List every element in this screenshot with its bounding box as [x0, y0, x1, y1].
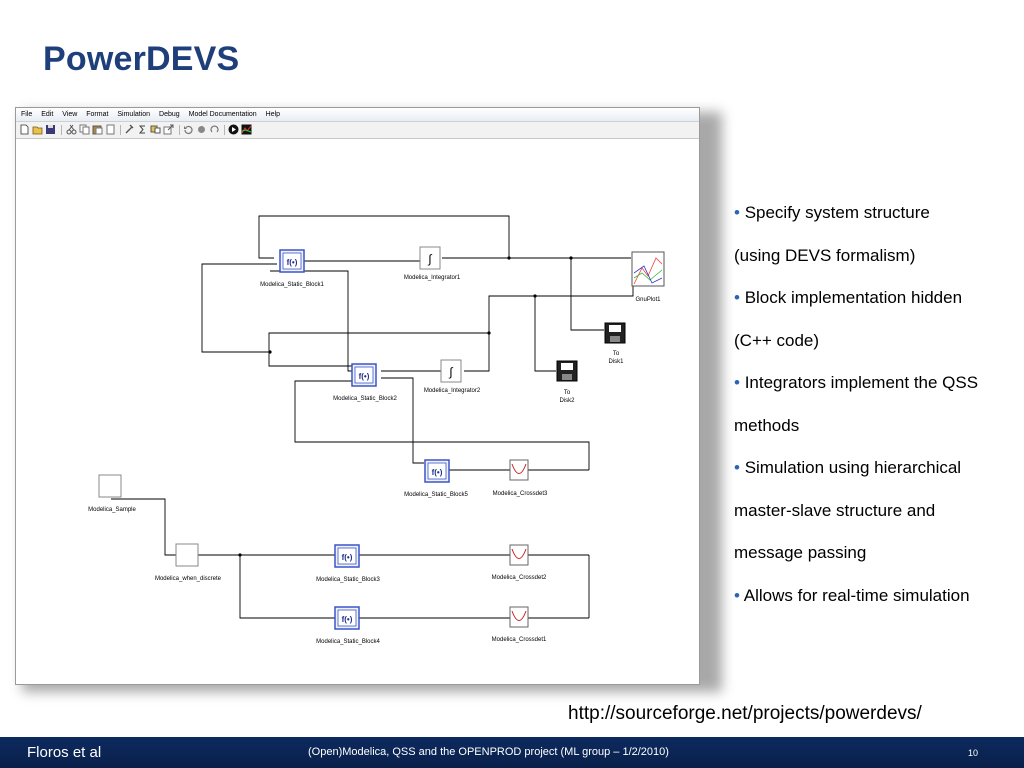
- crossdet-2-block[interactable]: Modelica_Crossdet2: [492, 544, 547, 581]
- sample-block[interactable]: Modelica_Sample: [88, 474, 137, 513]
- bullet-dot: •: [734, 203, 740, 222]
- sample-label: Modelica_Sample: [88, 507, 136, 513]
- crossdet-3-block[interactable]: Modelica_Crossdet3: [493, 459, 548, 497]
- to-disk1-label-line2: Disk1: [608, 359, 624, 365]
- integrator-2-glyph: ∫: [448, 365, 453, 379]
- menu-debug[interactable]: Debug: [159, 111, 180, 118]
- tools-icon[interactable]: [124, 124, 135, 135]
- bullet-line: (C++ code): [734, 330, 820, 350]
- static-block-5-label: Modelica_Static_Block5: [404, 492, 468, 498]
- run-icon[interactable]: [228, 124, 239, 135]
- menu-model-documentation[interactable]: Model Documentation: [188, 111, 257, 118]
- integrator-1[interactable]: ∫ Modelica_Integrator1: [404, 246, 461, 281]
- paste-icon[interactable]: [92, 124, 103, 135]
- crossdet-3-label: Modelica_Crossdet3: [493, 491, 548, 497]
- footer-author: Floros et al: [27, 744, 102, 761]
- cut-icon[interactable]: [66, 124, 77, 135]
- bullet-line: • Specify system structure: [734, 203, 930, 222]
- powerdevs-window: File Edit View Format Simulation Debug M…: [15, 107, 700, 685]
- when-discrete-block[interactable]: Modelica_when_discrete: [155, 543, 222, 582]
- to-disk1-block[interactable]: To Disk1: [604, 322, 626, 365]
- bullet-list: • Specify system structure (using DEVS f…: [734, 192, 1019, 617]
- crossdet-2-label: Modelica_Crossdet2: [492, 575, 547, 581]
- to-disk2-label-line1: To: [564, 390, 571, 396]
- bullet-line: • Simulation using hierarchical: [734, 458, 962, 477]
- bullet-line: master-slave structure and: [734, 500, 936, 520]
- reload-icon[interactable]: [183, 124, 194, 135]
- toolbar-separator: [61, 125, 62, 135]
- bullet-line: (using DEVS formalism): [734, 245, 916, 265]
- menu-edit[interactable]: Edit: [41, 111, 54, 118]
- integrator-1-glyph: ∫: [427, 252, 432, 266]
- static-block-3-glyph: f(•): [342, 553, 353, 562]
- bullet-dot: •: [734, 585, 740, 605]
- static-block-3[interactable]: f(•) Modelica_Static_Block3: [316, 544, 381, 583]
- static-block-1-glyph: f(•): [287, 258, 298, 267]
- bullet-line: methods: [734, 415, 800, 435]
- bullet-dot: •: [734, 373, 740, 392]
- block-icon[interactable]: [150, 124, 161, 135]
- new-file-icon[interactable]: [19, 124, 30, 135]
- integrator-2[interactable]: ∫ Modelica_Integrator2: [424, 359, 481, 394]
- toolbar: [16, 122, 699, 139]
- static-block-4-label: Modelica_Static_Block4: [316, 639, 380, 645]
- bullet-line: • Allows for real-time simulation: [734, 585, 970, 605]
- when-discrete-label: Modelica_when_discrete: [155, 576, 222, 582]
- integrator-1-label: Modelica_Integrator1: [404, 275, 461, 281]
- static-block-4[interactable]: f(•) Modelica_Static_Block4: [316, 606, 381, 645]
- slide-title: PowerDEVS: [43, 40, 240, 78]
- open-folder-icon[interactable]: [32, 124, 43, 135]
- menu-help[interactable]: Help: [265, 111, 281, 118]
- static-block-2[interactable]: f(•) Modelica_Static_Block2: [333, 363, 398, 402]
- to-disk1-label-line1: To: [613, 351, 620, 357]
- menu-format[interactable]: Format: [86, 111, 109, 118]
- crossdet-1-block[interactable]: Modelica_Crossdet1: [492, 606, 547, 643]
- toolbar-separator: [179, 125, 180, 135]
- to-disk2-label-line2: Disk2: [559, 398, 575, 404]
- static-block-5-glyph: f(•): [432, 468, 443, 477]
- gnuplot-block[interactable]: GnuPlot1: [631, 251, 665, 303]
- menu-simulation[interactable]: Simulation: [117, 111, 151, 118]
- sigma-icon[interactable]: [137, 124, 148, 135]
- toolbar-separator: [120, 125, 121, 135]
- page-number: 10: [968, 748, 979, 758]
- static-block-4-glyph: f(•): [342, 615, 353, 624]
- save-icon[interactable]: [45, 124, 56, 135]
- static-block-3-label: Modelica_Static_Block3: [316, 577, 380, 583]
- plot-icon[interactable]: [241, 124, 252, 135]
- toolbar-separator: [224, 125, 225, 135]
- loop-icon[interactable]: [209, 124, 220, 135]
- static-block-2-glyph: f(•): [359, 372, 370, 381]
- export-icon[interactable]: [163, 124, 174, 135]
- footer-project: (Open)Modelica, QSS and the OPENPROD pro…: [308, 746, 669, 758]
- static-block-1-label: Modelica_Static_Block1: [260, 282, 324, 288]
- static-block-2-label: Modelica_Static_Block2: [333, 396, 397, 402]
- menu-file[interactable]: File: [21, 111, 33, 118]
- integrator-2-label: Modelica_Integrator2: [424, 388, 481, 394]
- bullet-line: • Block implementation hidden: [734, 288, 963, 307]
- bullet-dot: •: [734, 458, 740, 477]
- slide-footer: Floros et al (Open)Modelica, QSS and the…: [0, 737, 1024, 768]
- connection-lines: [111, 215, 634, 619]
- project-url[interactable]: http://sourceforge.net/projects/powerdev…: [568, 703, 922, 724]
- static-block-5[interactable]: f(•) Modelica_Static_Block5: [404, 459, 469, 498]
- menu-bar: File Edit View Format Simulation Debug M…: [16, 108, 699, 122]
- menu-view[interactable]: View: [62, 111, 78, 118]
- to-disk2-block[interactable]: To Disk2: [556, 360, 578, 404]
- junction-dots: [238, 256, 573, 557]
- record-icon[interactable]: [196, 124, 207, 135]
- crossdet-1-label: Modelica_Crossdet1: [492, 637, 547, 643]
- bullet-dot: •: [734, 288, 740, 307]
- static-block-1[interactable]: f(•) Modelica_Static_Block1: [260, 249, 325, 288]
- copy-icon[interactable]: [79, 124, 90, 135]
- gnuplot-label: GnuPlot1: [635, 297, 661, 303]
- model-diagram-canvas[interactable]: f(•) Modelica_Static_Block1 ∫ Modelica_I…: [16, 108, 701, 686]
- page-icon[interactable]: [105, 124, 116, 135]
- bullet-line: message passing: [734, 543, 867, 562]
- bullet-line: • Integrators implement the QSS: [734, 373, 979, 392]
